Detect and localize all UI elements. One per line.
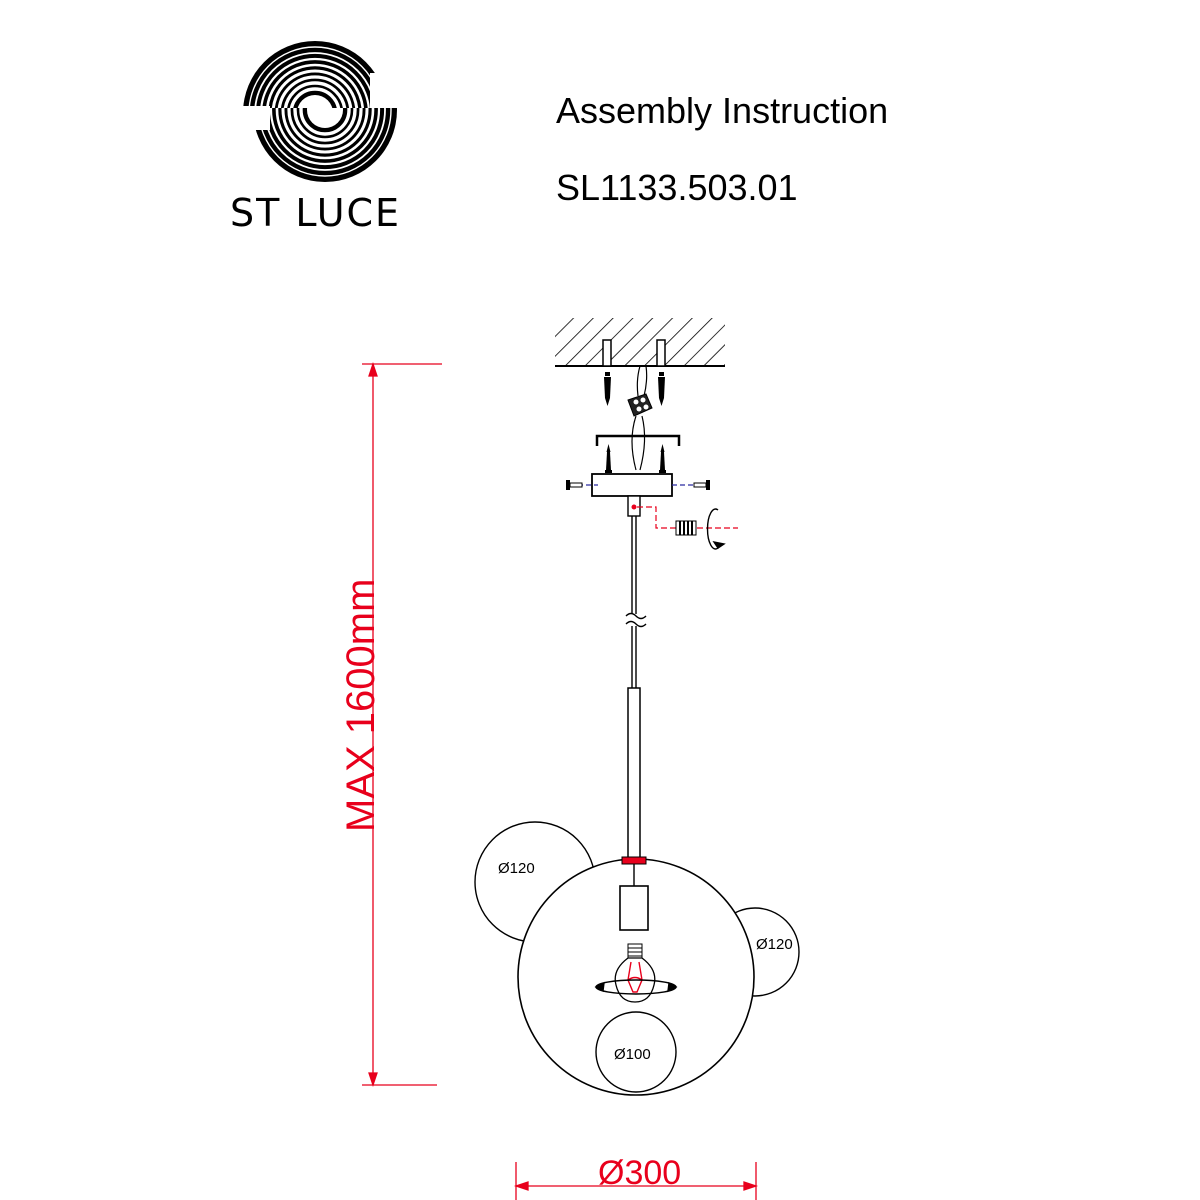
set-screw <box>637 506 738 536</box>
bubble-right-label: Ø120 <box>756 936 793 953</box>
supply-wires <box>636 365 648 397</box>
height-label: MAX 1600mm <box>339 579 383 832</box>
screw-icon <box>604 372 665 406</box>
globe-neck <box>621 856 647 865</box>
suspension-cable <box>625 516 647 688</box>
suspension-rod <box>627 687 641 861</box>
width-dimension <box>513 1162 759 1200</box>
wall-plugs <box>602 339 666 367</box>
bubble-bottom-label: Ø100 <box>614 1046 651 1063</box>
bubble-bottom <box>595 1011 677 1093</box>
ceiling-hatch <box>555 318 725 367</box>
document-title: Assembly Instruction <box>556 90 889 131</box>
model-number: SL1133.503.01 <box>556 167 798 208</box>
brand-name: ST LUCE <box>230 191 401 235</box>
canopy <box>591 473 673 497</box>
height-dimension <box>362 361 442 1088</box>
lamp-holder <box>619 885 649 931</box>
brand-logo: ST LUCE <box>230 41 401 235</box>
bracket-screws <box>605 444 666 473</box>
mounting-bracket <box>595 434 681 446</box>
bubble-left-label: Ø120 <box>498 860 535 877</box>
width-label: Ø300 <box>598 1154 681 1192</box>
connection-wires <box>631 415 646 471</box>
bulb-rotate-ring <box>594 979 678 995</box>
terminal-block-icon <box>627 393 653 417</box>
st-luce-logo-icon <box>240 41 400 182</box>
side-screws <box>566 480 710 490</box>
rotate-arrow-icon <box>706 508 726 550</box>
